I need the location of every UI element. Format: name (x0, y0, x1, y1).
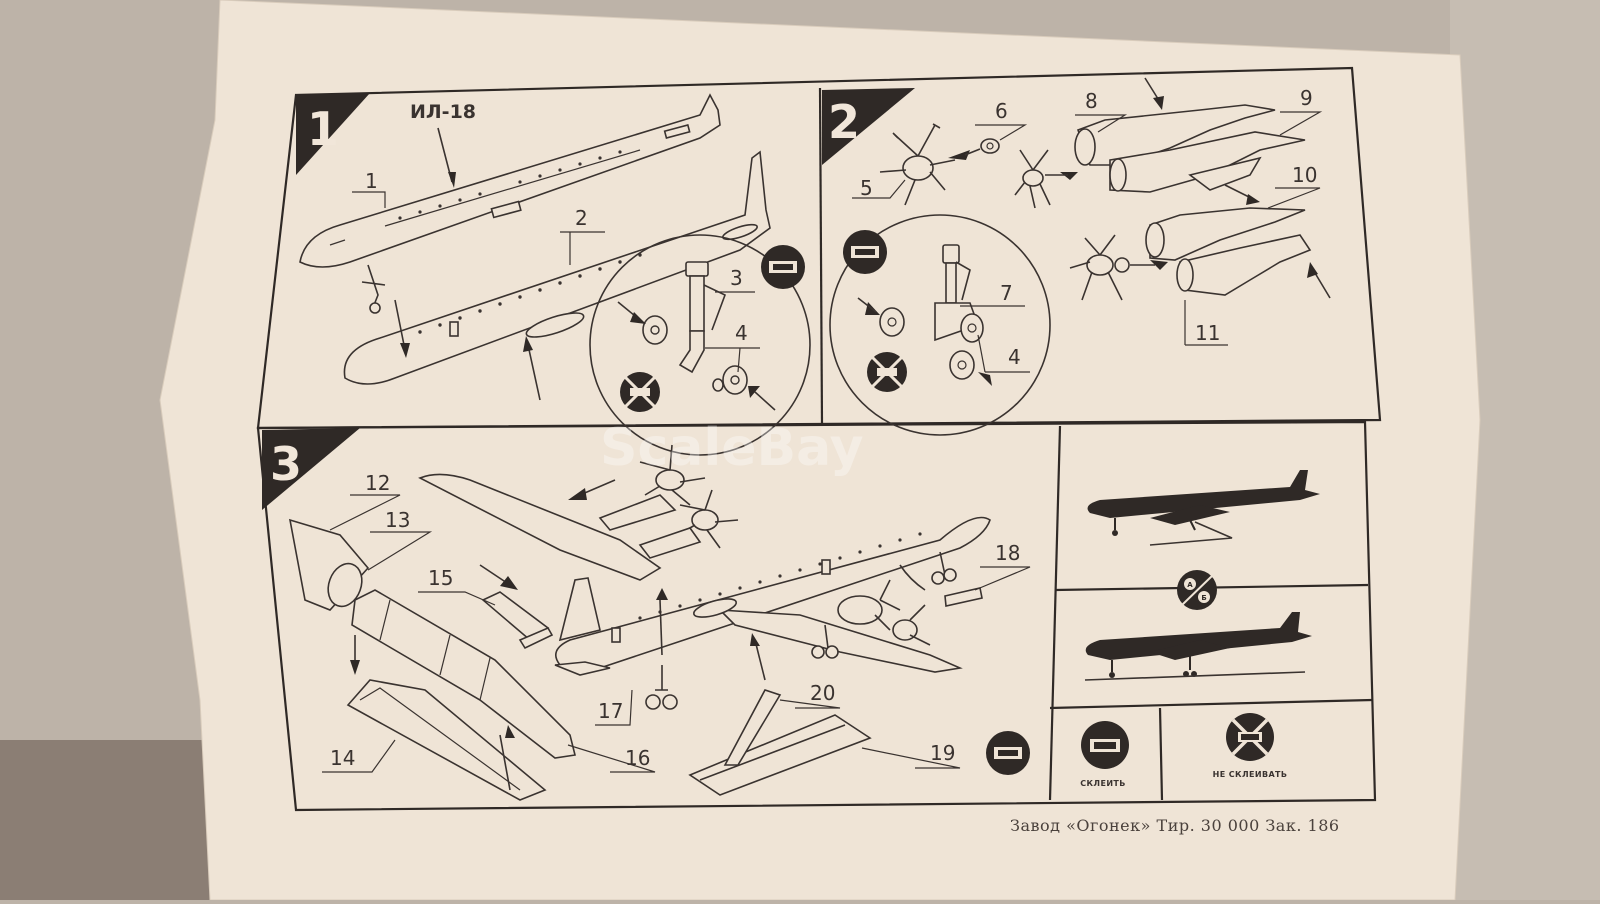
part-17-label: 17 (598, 699, 623, 723)
part-11-label: 11 (1195, 321, 1220, 345)
landing-gear-detail-circle (589, 234, 811, 456)
part-3-label: 3 (730, 266, 743, 290)
part-13-label: 13 (385, 508, 410, 532)
part-1-label: 1 (365, 169, 378, 193)
part-14-label: 14 (330, 746, 355, 770)
part-10-label: 10 (1292, 163, 1317, 187)
part-19-label: 19 (930, 741, 955, 765)
step-3-panel: 3 (262, 428, 1031, 801)
glue-icon-step-2 (843, 230, 887, 274)
part-16-label: 15 (428, 566, 453, 590)
left-wing (418, 473, 662, 581)
no-glue-icon (620, 372, 660, 412)
part-2-label: 2 (575, 206, 588, 230)
aircraft-type-label: ИЛ-18 (410, 101, 476, 123)
option-b-mark: Б (1201, 594, 1206, 602)
part-4-label: 4 (735, 321, 748, 345)
step-3-number: 3 (270, 437, 302, 491)
watermark: ScaleBay (600, 418, 863, 478)
step-1-number: 1 (307, 102, 339, 156)
legend-no-glue-icon (1226, 713, 1274, 761)
right-wing (717, 609, 963, 673)
part-7-label: 7 (1000, 281, 1013, 305)
part-18-label: 18 (995, 541, 1020, 565)
step-2-panel: 2 5 6 8 9 10 (822, 77, 1331, 436)
step-1-panel: 1 ИЛ-18 1 2 (296, 93, 811, 456)
glue-icon (761, 245, 805, 289)
wing-part-15 (351, 589, 576, 759)
legend-glue-label: СКЛЕИТЬ (1080, 779, 1126, 788)
printer-imprint: Завод «Огонек» Тир. 30 000 Зак. 186 (1010, 816, 1340, 835)
part-8-label: 8 (1085, 89, 1098, 113)
part-18 (944, 587, 983, 607)
step-2-number: 2 (828, 95, 860, 149)
engine-nacelle-lower (1149, 207, 1306, 261)
part-6-label: 6 (995, 99, 1008, 123)
part-9-label: 9 (1300, 86, 1313, 110)
part-4b-label: 4 (1008, 345, 1021, 369)
nose-gear-detail-circle (829, 214, 1051, 436)
aircraft-silhouette-a (1087, 470, 1320, 518)
glue-icon-step-3 (986, 731, 1030, 775)
silhouette-options-panel: А Б (1049, 470, 1373, 801)
legend-glue-icon (1081, 721, 1129, 769)
panel-frames (256, 66, 1382, 812)
part-5-label: 5 (860, 176, 873, 200)
wing-part-14 (346, 679, 547, 801)
part-20-label: 20 (810, 681, 835, 705)
no-glue-icon-step-2 (867, 352, 907, 392)
aircraft-silhouette-b (1085, 612, 1312, 660)
propeller-5 (879, 123, 956, 206)
part-15-label: 16 (625, 746, 650, 770)
table-shadow (0, 740, 220, 900)
fuselage-half-upper (299, 93, 721, 268)
display-stand-base (688, 714, 872, 796)
legend: СКЛЕИТЬ НЕ СКЛЕИВАТЬ (1080, 713, 1287, 788)
legend-no-glue-label: НЕ СКЛЕИВАТЬ (1213, 770, 1288, 779)
option-a-mark: А (1187, 581, 1193, 589)
part-12-label: 12 (365, 471, 390, 495)
